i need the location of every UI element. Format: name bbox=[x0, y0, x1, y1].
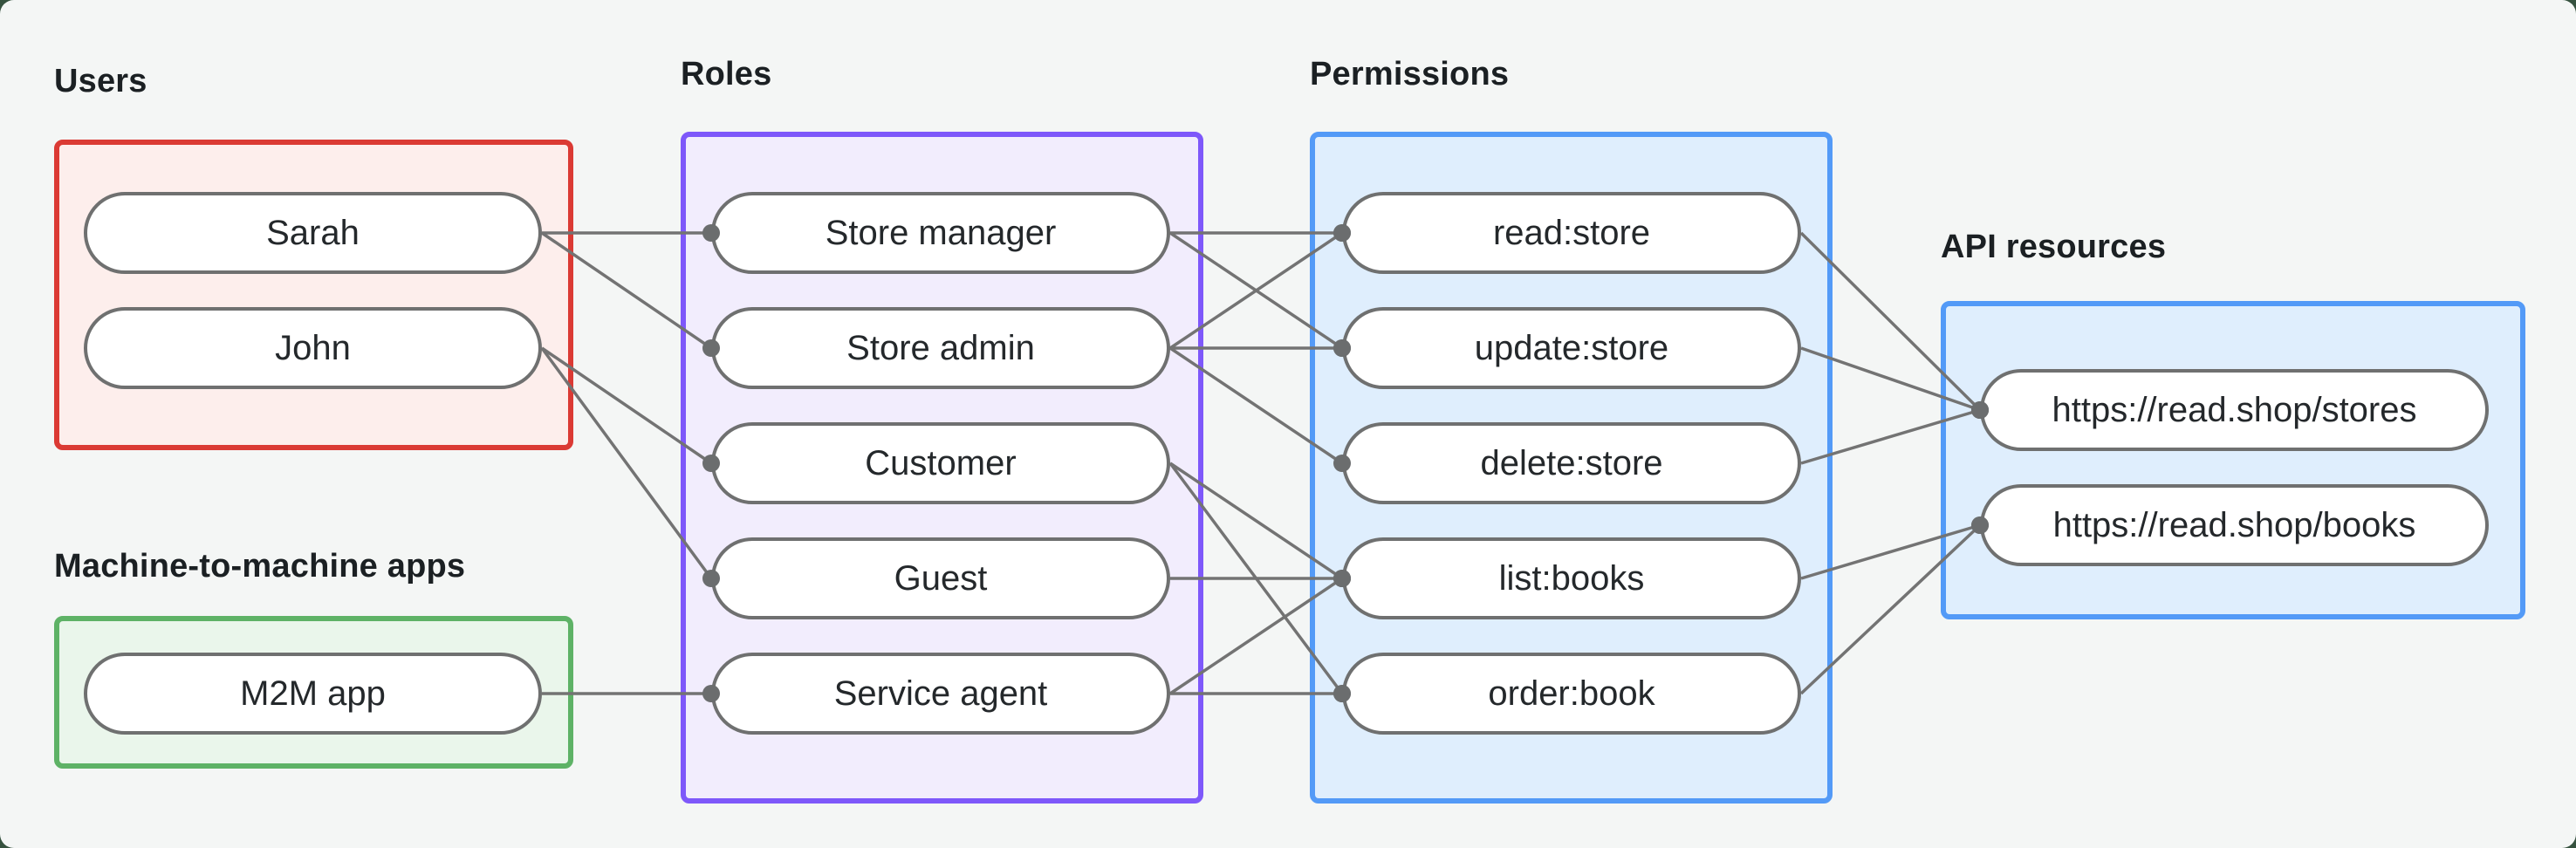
api-group-label: API resources bbox=[1941, 229, 2167, 265]
john-node-label: John bbox=[275, 328, 351, 367]
order-book-node: order:book bbox=[1342, 653, 1801, 735]
books-node: https://read.shop/books bbox=[1980, 484, 2489, 566]
stores-node-label: https://read.shop/stores bbox=[2052, 390, 2417, 429]
m2m-group-label: Machine-to-machine apps bbox=[54, 548, 466, 585]
read-store-node-label: read:store bbox=[1492, 213, 1651, 252]
guest-node: Guest bbox=[711, 537, 1170, 619]
update-store-node: update:store bbox=[1342, 307, 1801, 389]
delete-store-node-label: delete:store bbox=[1480, 443, 1663, 482]
books-node-label: https://read.shop/books bbox=[2052, 505, 2416, 544]
store-manager-node-label: Store manager bbox=[825, 213, 1057, 252]
users-group-label: Users bbox=[54, 63, 147, 99]
sarah-node: Sarah bbox=[84, 192, 542, 274]
roles-group-label: Roles bbox=[681, 56, 772, 92]
store-admin-node-label: Store admin bbox=[846, 328, 1035, 367]
john-node: John bbox=[84, 307, 542, 389]
customer-node: Customer bbox=[711, 422, 1170, 504]
service-agent-node-label: Service agent bbox=[833, 674, 1048, 713]
store-admin-node: Store admin bbox=[711, 307, 1170, 389]
list-books-node-label: list:books bbox=[1498, 558, 1645, 598]
service-agent-node: Service agent bbox=[711, 653, 1170, 735]
read-store-node: read:store bbox=[1342, 192, 1801, 274]
m2m-app-node-label: M2M app bbox=[240, 674, 386, 713]
m2m-app-node: M2M app bbox=[84, 653, 542, 735]
store-manager-node: Store manager bbox=[711, 192, 1170, 274]
api-group-box bbox=[1941, 301, 2525, 619]
users-group-box bbox=[54, 140, 573, 450]
guest-node-label: Guest bbox=[894, 558, 988, 598]
list-books-node: list:books bbox=[1342, 537, 1801, 619]
order-book-node-label: order:book bbox=[1488, 674, 1655, 713]
delete-store-node: delete:store bbox=[1342, 422, 1801, 504]
customer-node-label: Customer bbox=[865, 443, 1017, 482]
stores-node: https://read.shop/stores bbox=[1980, 369, 2489, 451]
update-store-node-label: update:store bbox=[1474, 328, 1669, 367]
sarah-node-label: Sarah bbox=[266, 213, 360, 252]
permissions-group-label: Permissions bbox=[1310, 56, 1510, 92]
